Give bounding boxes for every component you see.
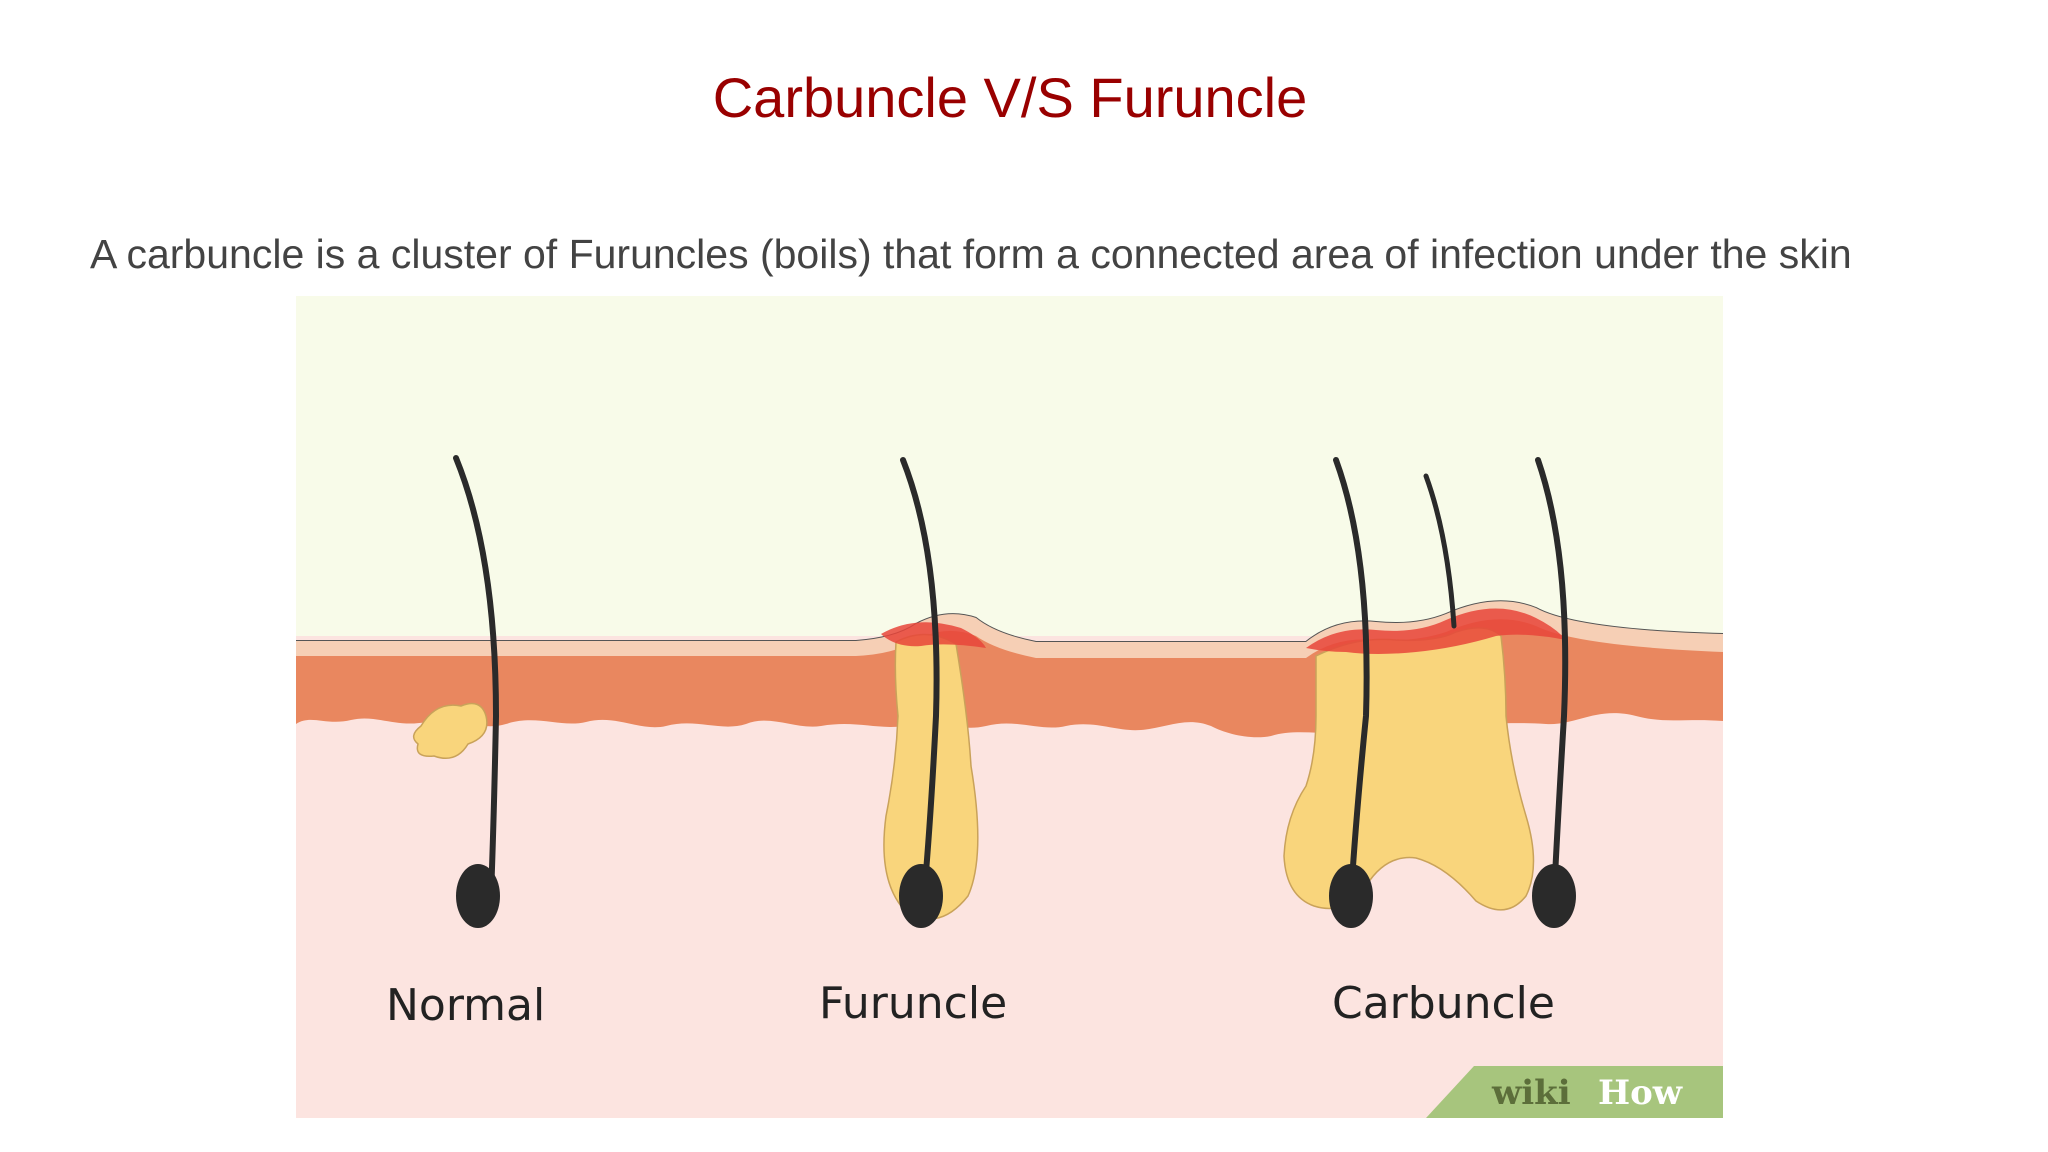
carbuncle-hair-right-bulb <box>1532 864 1576 928</box>
label-carbuncle: Carbuncle <box>1332 978 1555 1029</box>
watermark-how: How <box>1598 1073 1683 1113</box>
label-furuncle: Furuncle <box>819 978 1007 1029</box>
normal-hair-bulb <box>456 864 500 928</box>
skin-diagram-svg: Normal Furuncle Carbuncle wiki How <box>296 296 1723 1118</box>
label-normal: Normal <box>386 980 545 1031</box>
skin-diagram: Normal Furuncle Carbuncle wiki How <box>296 296 1723 1118</box>
furuncle-hair-bulb <box>899 864 943 928</box>
watermark-wiki: wiki <box>1491 1073 1571 1113</box>
slide-body-text: A carbuncle is a cluster of Furuncles (b… <box>90 226 2030 282</box>
carbuncle-hair-left-bulb <box>1329 864 1373 928</box>
slide-title: Carbuncle V/S Furuncle <box>0 62 2020 134</box>
